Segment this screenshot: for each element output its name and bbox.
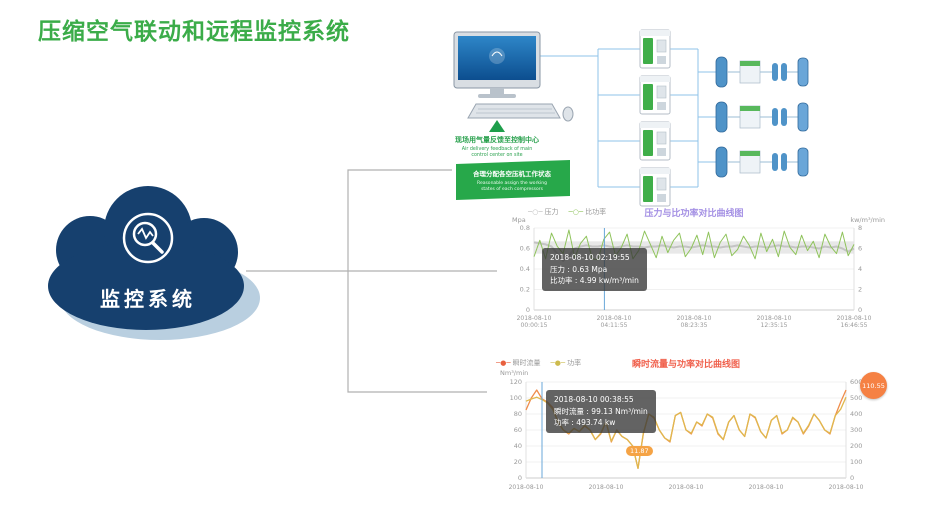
- equipment-row-2: [715, 101, 809, 133]
- y-right-tick: 100: [850, 458, 862, 466]
- y-left-tick: 40: [514, 442, 522, 450]
- legend-marker-icon: ─○─: [528, 208, 543, 216]
- page-title: 压缩空气联动和远程监控系统: [38, 19, 350, 45]
- chart1-tooltip-time: 2018-08-10 02:19:55: [550, 253, 630, 262]
- equipment-row-1: [715, 56, 809, 88]
- y-right-tick: 500: [850, 394, 862, 402]
- chart2-legend: ─●─瞬时流量─●─功率: [496, 358, 581, 368]
- feedback-text-en2: control center on site: [471, 152, 522, 158]
- y-left-tick: 0: [526, 306, 530, 314]
- x-tick-label: 2018-08-10: [669, 484, 704, 491]
- y-right-tick: 200: [850, 442, 862, 450]
- feedback-text-zh: 现场用气量反馈至控制中心: [455, 135, 539, 144]
- y-right-tick: 4: [858, 265, 862, 273]
- chart1-tooltip-pressure: 压力 : 0.63 Mpa: [550, 264, 608, 274]
- chart2-title: 瞬时流量与功率对比曲线图: [631, 360, 740, 370]
- chart1-left-axis-unit: Mpa: [512, 216, 526, 224]
- chart1-tooltip-specific-power: 比功率 : 4.99 kw/m³/min: [550, 276, 639, 286]
- legend-marker-icon: ─●─: [496, 359, 511, 367]
- keyboard: [467, 103, 561, 119]
- legend-marker-icon: ─○─: [568, 208, 584, 216]
- legend-label: 比功率: [585, 208, 607, 216]
- series-line-0: [533, 241, 855, 262]
- y-left-tick: 80: [514, 410, 522, 418]
- chart2-left-axis-unit: Nm³/min: [500, 369, 529, 377]
- chart2-tooltip-power: 功率 : 493.74 kw: [554, 418, 616, 428]
- x-tick-label: 2018-08-10: [509, 484, 544, 491]
- chart2-tooltip-time: 2018-08-10 00:38:55: [554, 395, 634, 404]
- search-analytics-icon: [122, 212, 174, 264]
- y-right-tick: 2: [858, 286, 862, 294]
- monitoring-cloud: 监控系统: [48, 186, 260, 340]
- y-right-tick: 600: [850, 378, 862, 386]
- chart1-title: 压力与比功率对比曲线图: [644, 209, 744, 219]
- chart2-tooltip-flow: 瞬时流量 : 99.13 Nm³/min: [554, 406, 648, 416]
- legend-label: 功率: [567, 359, 582, 367]
- legend-item-0: ─○─压力: [528, 207, 559, 217]
- y-left-tick: 100: [510, 394, 522, 402]
- y-left-tick: 0.6: [520, 245, 530, 253]
- y-left-tick: 20: [514, 458, 522, 466]
- cloud-shape: [48, 186, 244, 330]
- compressor-1: [639, 29, 671, 69]
- flow-max-badge: 110.55: [860, 372, 887, 399]
- chart2-tooltip: 2018-08-10 00:38:55 瞬时流量 : 99.13 Nm³/min…: [546, 390, 656, 433]
- y-right-tick: 300: [850, 426, 862, 434]
- assign-text-en1: Reasonable assign the working: [477, 180, 547, 186]
- flow-power-plot: 0 20 40 60 80 100 120 0 100 200 300 400 500 600 2018-0…: [509, 378, 864, 491]
- y-left-tick: 120: [510, 378, 522, 386]
- control-computer: [453, 31, 574, 122]
- cloud-label: 监控系统: [100, 287, 196, 311]
- legend-label: 压力: [544, 208, 559, 216]
- y-left-tick: 60: [514, 426, 522, 434]
- y-right-tick: 6: [858, 245, 862, 253]
- y-right-tick: 0: [850, 474, 854, 482]
- compressor-2: [639, 75, 671, 115]
- y-right-tick: 400: [850, 410, 862, 418]
- y-left-tick: 0.8: [520, 224, 530, 232]
- connection-bus-lines: [540, 48, 716, 188]
- mouse: [562, 106, 574, 122]
- legend-marker-icon: ─●─: [550, 359, 566, 367]
- y-right-tick: 8: [858, 224, 862, 232]
- legend-item-0: ─●─瞬时流量: [496, 358, 541, 368]
- flow-min-marker: 11.87: [626, 446, 653, 456]
- legend-label: 瞬时流量: [512, 359, 541, 367]
- y-left-tick: 0.4: [520, 265, 530, 273]
- compressor-3: [639, 121, 671, 161]
- feedback-text-en1: Air delivery feedback of main: [462, 146, 533, 152]
- assign-banner: 合理分配各空压机工作状态 Reasonable assign the worki…: [456, 160, 570, 200]
- x-tick-label: 2018-08-10: [589, 484, 624, 491]
- equipment-row-3: [715, 146, 809, 178]
- assign-text-zh: 合理分配各空压机工作状态: [472, 169, 552, 178]
- arrow-up-icon: [489, 120, 505, 132]
- legend-item-1: ─●─功率: [551, 358, 582, 368]
- legend-item-1: ─○─比功率: [569, 207, 607, 217]
- series-line-1: [533, 229, 855, 261]
- chart1-right-axis-unit: kw/m³/min: [850, 216, 885, 224]
- chart1-legend: ─○─压力─○─比功率: [528, 207, 606, 217]
- flow-power-chart: 0 20 40 60 80 100 120 0 100 200 300 400 500 600 2018-0…: [488, 356, 887, 512]
- chart1-tooltip: 2018-08-10 02:19:55 压力 : 0.63 Mpa 比功率 : …: [542, 248, 647, 291]
- y-left-tick: 0: [518, 474, 522, 482]
- y-right-tick: 0: [858, 306, 862, 314]
- compressor-4: [639, 167, 671, 207]
- y-left-tick: 0.2: [520, 286, 530, 294]
- system-diagram: 现场用气量反馈至控制中心 Air delivery feedback of ma…: [453, 29, 809, 207]
- x-tick-label: 2018-08-10: [829, 484, 864, 491]
- x-tick-label: 2018-08-10: [749, 484, 784, 491]
- assign-text-en2: states of each compressors: [481, 186, 544, 192]
